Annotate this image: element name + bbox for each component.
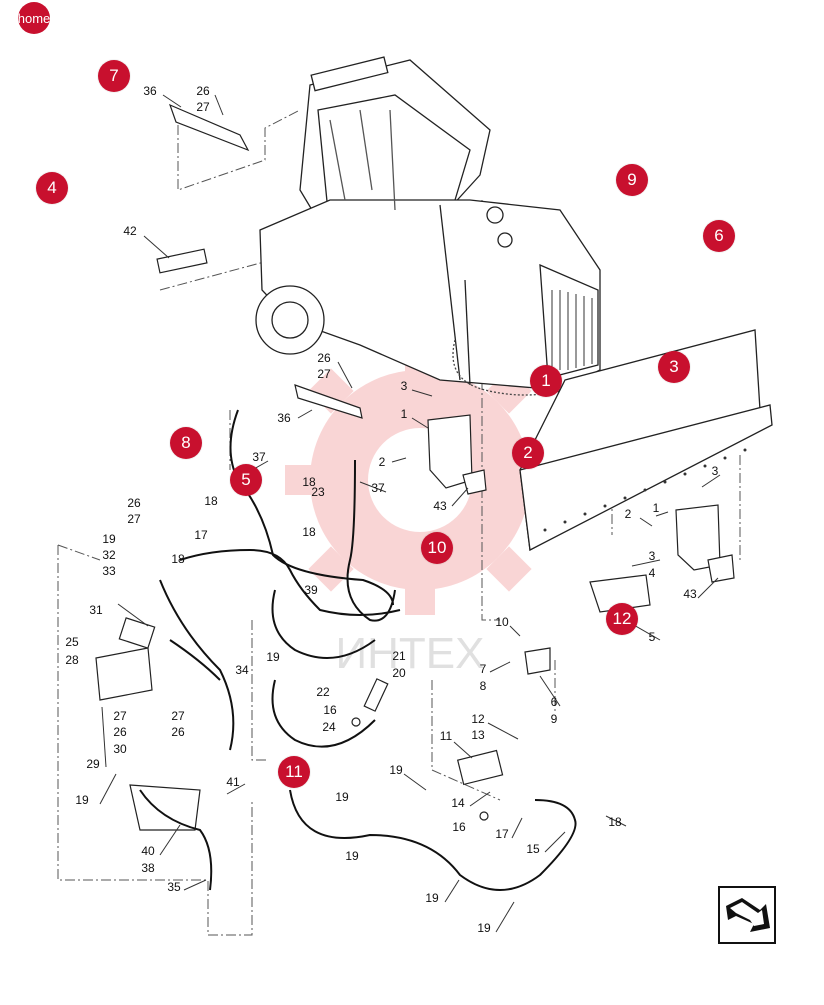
callout-33: 33: [102, 564, 116, 578]
callout-19: 19: [425, 891, 439, 905]
callout-10: 10: [495, 615, 509, 629]
callout-11: 11: [440, 729, 453, 743]
arrow-icon: [726, 898, 770, 932]
wiring-harness: [139, 409, 577, 891]
callout-19: 19: [102, 532, 116, 546]
dozer-blade: [519, 329, 773, 552]
callout-3: 3: [712, 464, 719, 478]
callout-20: 20: [392, 666, 406, 680]
callout-17: 17: [194, 528, 208, 542]
callout-42: 42: [123, 224, 137, 238]
callout-17: 17: [495, 827, 509, 841]
callout-26: 26: [113, 725, 127, 739]
callout-37: 37: [252, 450, 266, 464]
callout-36: 36: [277, 411, 291, 425]
watermark-text: ИНТЕХ: [336, 629, 485, 678]
callout-23: 23: [311, 485, 325, 499]
hotspot-9[interactable]: 9: [616, 164, 648, 196]
callout-22: 22: [316, 685, 330, 699]
callout-36: 36: [143, 84, 157, 98]
callout-7: 7: [480, 662, 487, 676]
callout-28: 28: [65, 653, 79, 667]
callout-18: 18: [302, 525, 316, 539]
components: [95, 103, 735, 831]
next-view-button[interactable]: [718, 886, 776, 944]
callout-30: 30: [113, 742, 127, 756]
hotspot-1[interactable]: 1: [530, 365, 562, 397]
hotspot-6[interactable]: 6: [703, 220, 735, 252]
callout-24: 24: [322, 720, 336, 734]
callout-27: 27: [127, 512, 141, 526]
callout-32: 32: [102, 548, 116, 562]
callout-40: 40: [141, 844, 155, 858]
leader-lines: [99, 94, 721, 933]
callout-25: 25: [65, 635, 79, 649]
callout-18: 18: [608, 815, 622, 829]
callout-19: 19: [75, 793, 89, 807]
callout-12: 12: [471, 712, 485, 726]
hotspot-2[interactable]: 2: [512, 437, 544, 469]
callout-19: 19: [477, 921, 491, 935]
callout-35: 35: [167, 880, 181, 894]
callout-27: 27: [317, 367, 331, 381]
callout-3: 3: [401, 379, 408, 393]
hotspot-8[interactable]: 8: [170, 427, 202, 459]
callout-26: 26: [196, 84, 210, 98]
callout-5: 5: [649, 630, 656, 644]
callout-18: 18: [302, 475, 316, 489]
callout-13: 13: [471, 728, 485, 742]
callout-14: 14: [451, 796, 465, 810]
callout-43: 43: [433, 499, 447, 513]
callout-27: 27: [196, 100, 210, 114]
callout-8: 8: [480, 679, 487, 693]
callout-38: 38: [141, 861, 155, 875]
callout-39: 39: [304, 583, 318, 597]
callout-43: 43: [683, 587, 697, 601]
callout-37: 37: [371, 481, 385, 495]
callout-27: 27: [113, 709, 127, 723]
callout-1: 1: [401, 407, 408, 421]
callout-34: 34: [235, 663, 249, 677]
callout-19: 19: [335, 790, 349, 804]
hotspot-4[interactable]: 4: [36, 172, 68, 204]
home-button[interactable]: home: [18, 2, 50, 34]
callout-15: 15: [526, 842, 540, 856]
hotspot-7[interactable]: 7: [98, 60, 130, 92]
callout-2: 2: [379, 455, 386, 469]
callout-1: 1: [653, 501, 660, 515]
callout-29: 29: [86, 757, 100, 771]
hotspot-3[interactable]: 3: [658, 351, 690, 383]
hotspot-12[interactable]: 12: [606, 603, 638, 635]
callout-31: 31: [89, 603, 103, 617]
hotspot-10[interactable]: 10: [421, 532, 453, 564]
callout-19: 19: [389, 763, 403, 777]
callout-26: 26: [171, 725, 185, 739]
callout-18: 18: [204, 494, 218, 508]
callout-16: 16: [452, 820, 466, 834]
hotspot-5[interactable]: 5: [230, 464, 262, 496]
callout-27: 27: [171, 709, 185, 723]
hotspot-11[interactable]: 11: [278, 756, 310, 788]
callout-26: 26: [127, 496, 141, 510]
callout-19: 19: [266, 650, 280, 664]
callout-3: 3: [649, 549, 656, 563]
callout-26: 26: [317, 351, 331, 365]
callout-9: 9: [551, 712, 558, 726]
callout-2: 2: [625, 507, 632, 521]
dozer-machine: [255, 56, 601, 396]
callout-16: 16: [323, 703, 337, 717]
callout-41: 41: [226, 775, 240, 789]
callout-19: 19: [345, 849, 359, 863]
callout-21: 21: [392, 649, 406, 663]
callout-18: 18: [171, 552, 185, 566]
callout-6: 6: [551, 695, 558, 709]
callout-4: 4: [649, 566, 656, 580]
